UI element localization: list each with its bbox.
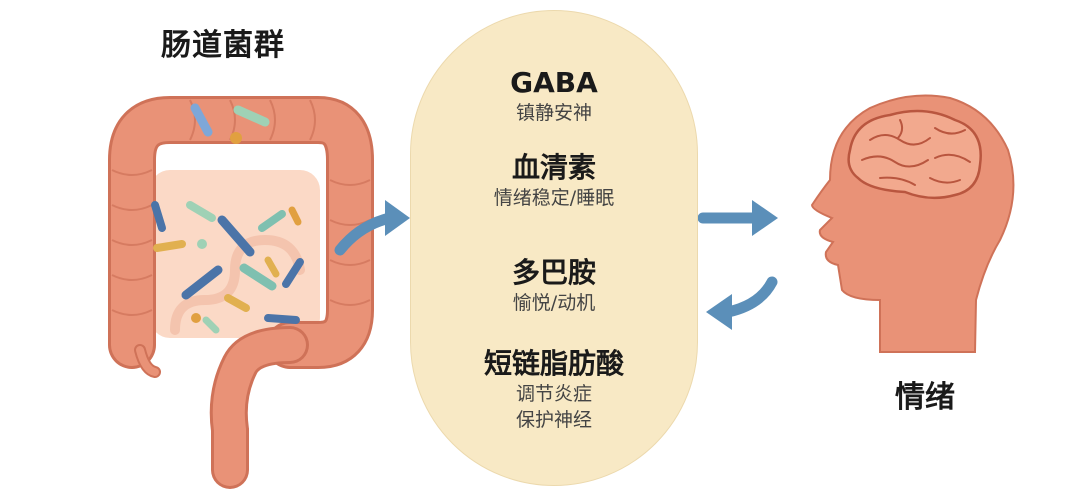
bacteria-icons: [151, 103, 304, 334]
arrow-mediators-to-emotion-icon: [697, 200, 778, 236]
emotion-label: 情绪: [895, 380, 955, 415]
mediator-effect: 镇静安神: [515, 102, 592, 124]
mediator-effect: 情绪稳定/睡眠: [493, 187, 615, 209]
mediator-dopamine: 多巴胺 愉悦/动机: [411, 256, 697, 316]
mediator-gaba: GABA 镇静安神: [411, 66, 697, 126]
mediator-scfa: 短链脂肪酸 调节炎症 保护神经: [411, 347, 697, 433]
arrow-gut-to-mediators-icon: [334, 200, 410, 256]
mediator-name: GABA: [510, 66, 598, 99]
mediator-effect: 愉悦/动机: [512, 292, 596, 314]
mediator-name: 短链脂肪酸: [483, 347, 624, 380]
mediator-serotonin: 血清素 情绪稳定/睡眠: [411, 151, 697, 211]
arrow-emotion-to-mediators-icon: [706, 276, 778, 330]
head-brain-icon: [810, 94, 1015, 353]
mediator-effect: 调节炎症: [515, 383, 592, 405]
mediator-name: 多巴胺: [511, 256, 596, 289]
gut-microbiota-label: 肠道菌群: [161, 28, 285, 63]
mediator-name: 血清素: [511, 151, 596, 184]
mediators-capsule: GABA 镇静安神 血清素 情绪稳定/睡眠 多巴胺 愉悦/动机 短链脂肪酸 调节…: [410, 10, 698, 486]
intestine-icon: [108, 96, 374, 489]
mediator-effect: 保护神经: [515, 409, 592, 431]
